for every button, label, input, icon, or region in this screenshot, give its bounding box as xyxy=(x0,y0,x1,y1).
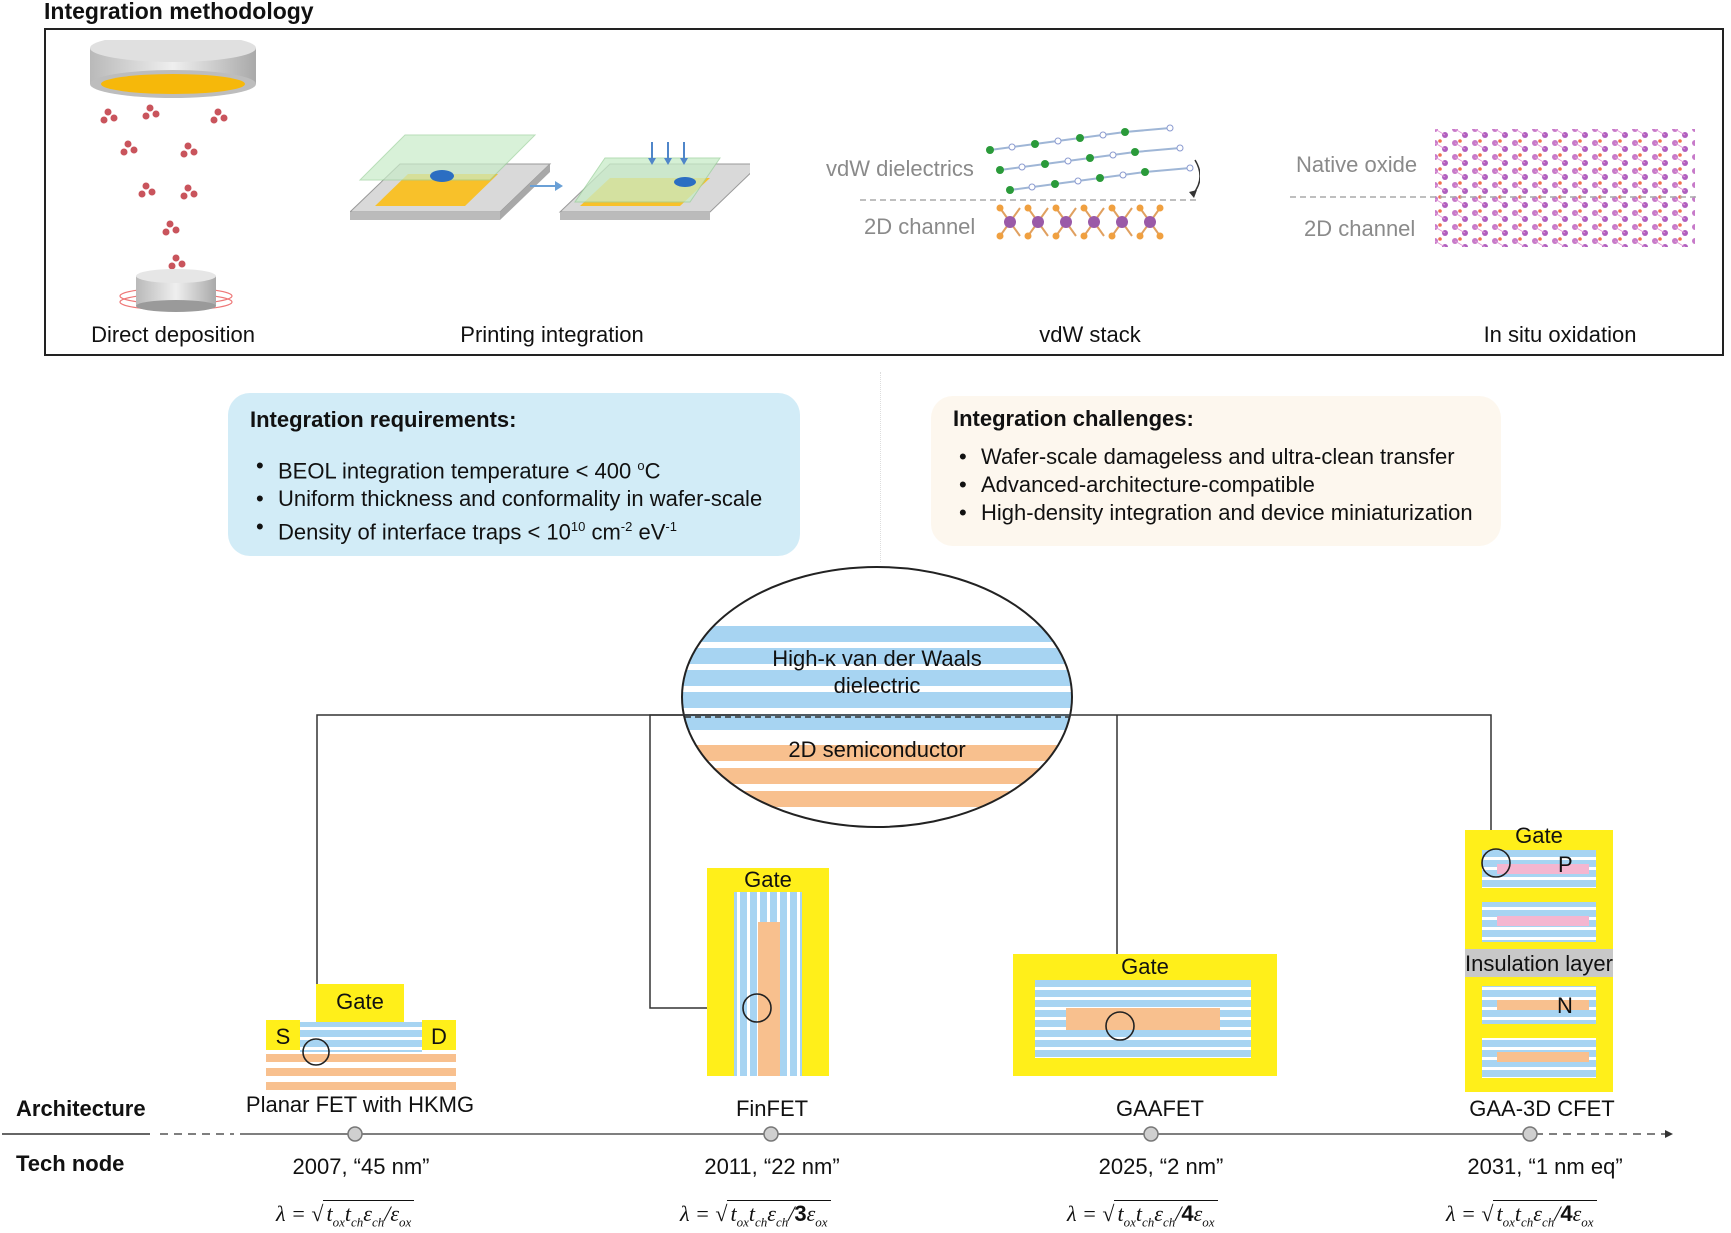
architecture-label: Planar FET with HKMG xyxy=(245,1092,475,1117)
tech-node-row-label: Tech node xyxy=(16,1151,125,1176)
ellipse-outline xyxy=(681,566,1073,828)
scaling-formula: λ = √toxtchεch/εox xyxy=(276,1200,415,1230)
tech-node-label: 2007, “45 nm” xyxy=(292,1154,430,1179)
list-item: Advanced-architecture-compatible xyxy=(953,471,1473,499)
planar-gate-label: Gate xyxy=(336,989,384,1014)
vdw-dielectrics-label: vdW dielectrics xyxy=(826,156,974,181)
scaling-formula: λ = √toxtchεch/3εox xyxy=(680,1200,831,1230)
insulation-layer-label: Insulation layer xyxy=(1465,951,1613,976)
source-label: S xyxy=(275,1024,291,1049)
tech-node-label: 2031, “1 nm eq” xyxy=(1467,1154,1623,1179)
architecture-row-label: Architecture xyxy=(16,1096,146,1121)
oxidation-channel-label: 2D channel xyxy=(1304,216,1416,241)
n-label: N xyxy=(1557,993,1573,1018)
method-label-direct-deposition: Direct deposition xyxy=(91,322,255,347)
planar-fet-device xyxy=(266,984,456,1090)
methodology-panel xyxy=(44,28,1724,356)
native-oxide-label: Native oxide xyxy=(1296,152,1418,177)
challenges-card: Integration challenges: Wafer-scale dama… xyxy=(931,396,1501,546)
tech-node-label: 2011, “22 nm” xyxy=(704,1154,840,1179)
method-label-printing-integration: Printing integration xyxy=(460,322,644,347)
requirements-title: Integration requirements: xyxy=(250,407,517,432)
gaafet-device xyxy=(1013,954,1277,1076)
cfet-gate-label: Gate xyxy=(1515,823,1563,848)
architecture-label: GAAFET xyxy=(1115,1096,1204,1121)
vdw-channel-label: 2D channel xyxy=(864,214,976,239)
architecture-label: GAA-3D CFET xyxy=(1469,1096,1615,1121)
method-label-in-situ-oxidation: In situ oxidation xyxy=(1483,322,1637,347)
tech-node-label: 2025, “2 nm” xyxy=(1098,1154,1224,1179)
list-item: High-density integration and device mini… xyxy=(953,499,1473,527)
cfet-device xyxy=(1465,830,1613,1092)
challenges-title: Integration challenges: xyxy=(953,406,1194,431)
dielectric-label: High-κ van der Waals dielectric xyxy=(772,646,982,698)
finfet-gate-label: Gate xyxy=(744,867,792,892)
in-situ-oxidation-illustration xyxy=(1290,129,1700,247)
list-item: Density of interface traps < 1010 cm-2 e… xyxy=(250,513,762,546)
list-item: Uniform thickness and conformality in wa… xyxy=(250,485,762,513)
requirements-list: BEOL integration temperature < 400 oC Un… xyxy=(250,452,762,547)
list-item: Wafer-scale damageless and ultra-clean t… xyxy=(953,443,1473,471)
material-ellipse xyxy=(682,567,1072,827)
scaling-formula: λ = √toxtchεch/4εox xyxy=(1067,1200,1218,1230)
page-title: Integration methodology xyxy=(44,0,314,24)
list-item: BEOL integration temperature < 400 oC xyxy=(250,452,762,485)
architecture-label: FinFET xyxy=(735,1096,809,1121)
vdw-stack-illustration xyxy=(860,124,1200,240)
requirements-card: Integration requirements: BEOL integrati… xyxy=(228,393,800,556)
gaafet-gate-label: Gate xyxy=(1121,954,1169,979)
semiconductor-label: 2D semiconductor xyxy=(788,737,966,762)
method-label-vdw-stack: vdW stack xyxy=(1039,322,1141,347)
p-label: P xyxy=(1558,852,1573,877)
printing-integration-illustration xyxy=(350,134,750,220)
finfet-device xyxy=(707,868,829,1076)
architecture-diagram xyxy=(266,566,1613,1092)
timeline-axis xyxy=(2,1126,1673,1142)
challenges-list: Wafer-scale damageless and ultra-clean t… xyxy=(953,443,1473,527)
scaling-formula: λ = √toxtchεch/4εox xyxy=(1446,1200,1597,1230)
divider xyxy=(880,372,881,562)
drain-label: D xyxy=(431,1024,447,1049)
direct-deposition-illustration xyxy=(90,40,256,312)
